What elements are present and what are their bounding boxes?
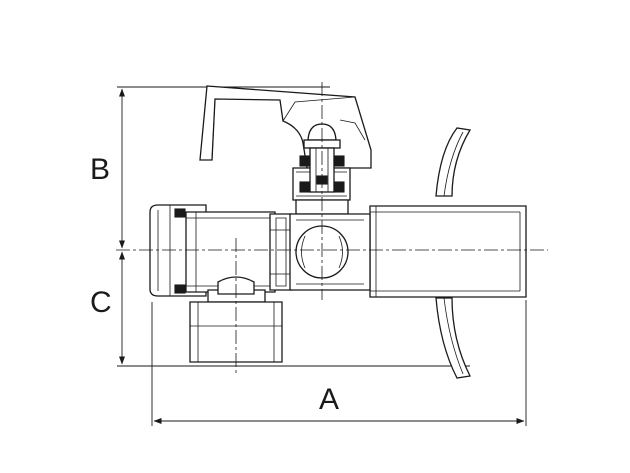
blade-flange <box>435 127 472 379</box>
dimension-c-label: C <box>90 286 112 319</box>
dimension-b-label: B <box>90 153 110 186</box>
dimension-lines: B C A <box>90 86 527 426</box>
dimension-a-label: A <box>319 383 339 416</box>
threaded-outlet <box>369 205 527 298</box>
lever-handle <box>199 85 372 169</box>
center-lines <box>116 82 548 376</box>
valve-body <box>149 204 371 297</box>
